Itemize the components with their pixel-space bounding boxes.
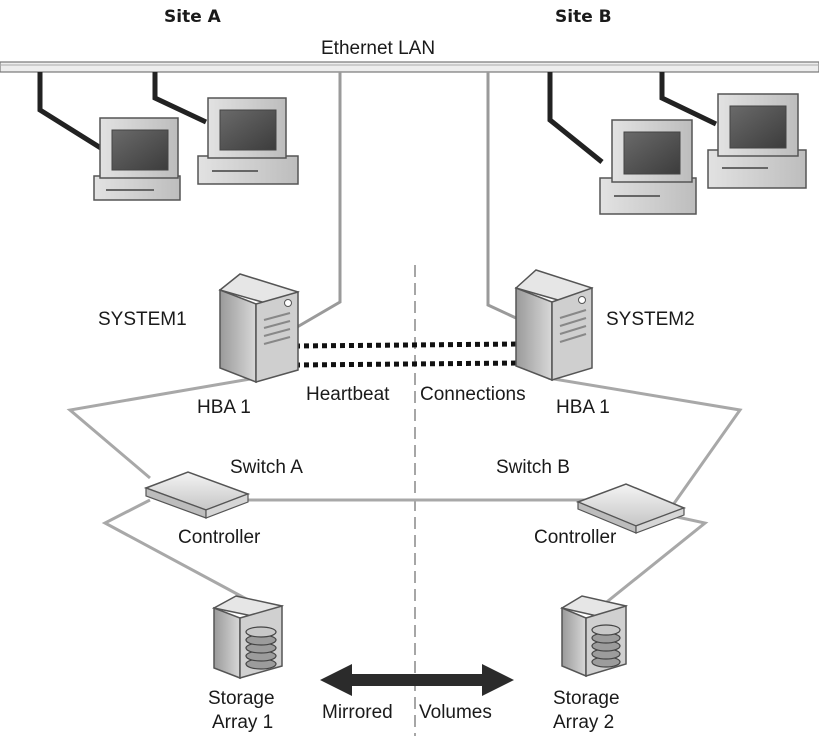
workstation-cables xyxy=(37,72,718,164)
connections-label: Connections xyxy=(420,384,526,405)
storage-array-1-icon xyxy=(211,595,285,680)
site-a-label: Site A xyxy=(164,7,222,27)
server-system1-icon xyxy=(218,273,300,384)
workstation-icon xyxy=(93,117,181,201)
heartbeat-label: Heartbeat xyxy=(306,384,390,405)
workstation-icon xyxy=(707,93,807,189)
site-b-label: Site B xyxy=(555,7,612,27)
switch-b-label: Switch B xyxy=(496,457,570,478)
lan-to-server-links xyxy=(291,72,517,332)
heartbeat-connections xyxy=(294,341,521,368)
ethernet-lan-bar xyxy=(0,61,819,73)
system2-label: SYSTEM2 xyxy=(606,309,695,330)
hba1-left-label: HBA 1 xyxy=(197,397,251,418)
hba1-right-label: HBA 1 xyxy=(556,397,610,418)
switch-b-icon xyxy=(575,483,687,534)
controller-right-label: Controller xyxy=(534,527,617,548)
san-links xyxy=(66,376,743,607)
ethernet-lan-label: Ethernet LAN xyxy=(321,38,435,59)
storage-array-2-label-line1: Storage xyxy=(553,688,620,709)
storage-array-1-label-line2: Array 1 xyxy=(212,712,273,733)
volumes-label: Volumes xyxy=(419,702,492,723)
controller-left-label: Controller xyxy=(178,527,261,548)
storage-array-2-icon xyxy=(560,595,628,678)
mirrored-volumes-arrow xyxy=(320,664,514,696)
switch-a-label: Switch A xyxy=(230,457,303,478)
system1-label: SYSTEM1 xyxy=(98,309,187,330)
storage-array-2-label-line2: Array 2 xyxy=(553,712,614,733)
workstation-icon xyxy=(599,119,697,215)
switch-a-icon xyxy=(143,471,251,519)
storage-array-1-label-line1: Storage xyxy=(208,688,275,709)
server-system2-icon xyxy=(514,269,594,382)
workstation-icon xyxy=(197,97,299,185)
mirrored-label: Mirrored xyxy=(322,702,393,723)
